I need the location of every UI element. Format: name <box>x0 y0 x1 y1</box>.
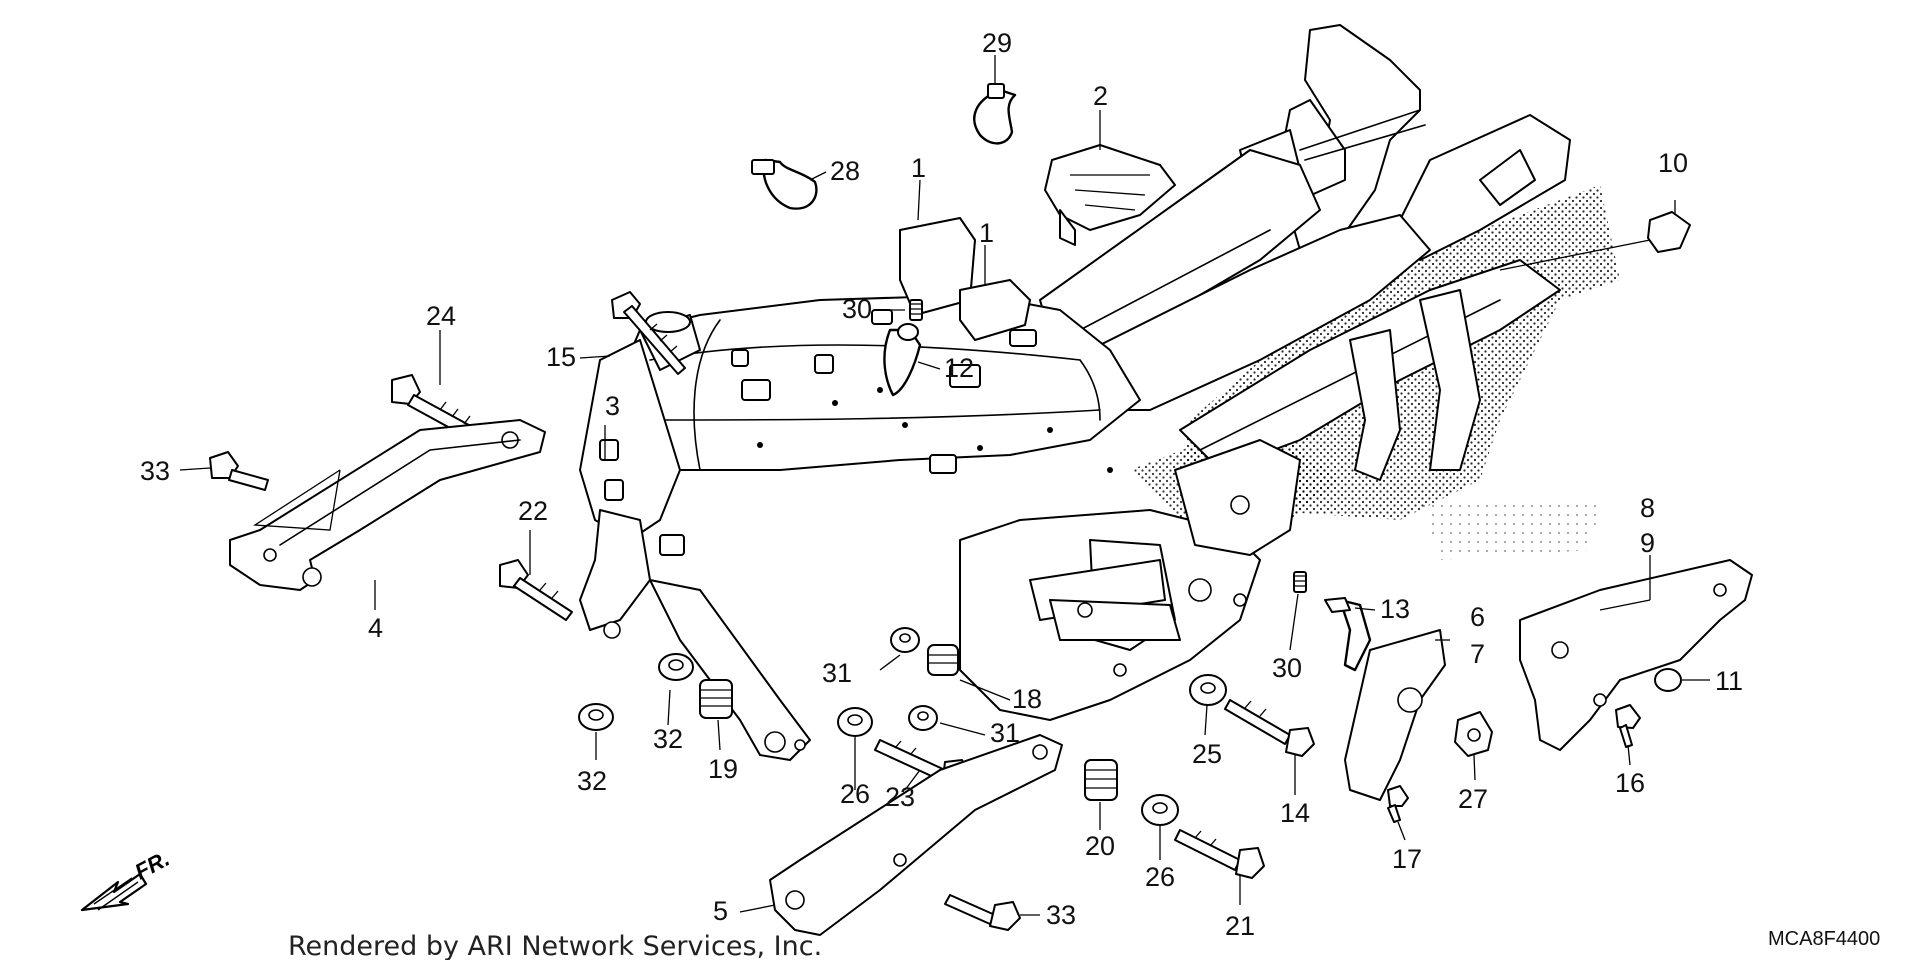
callout-3: 3 <box>605 391 620 421</box>
callout-8: 8 <box>1640 493 1655 523</box>
callout-33b: 33 <box>1046 900 1076 930</box>
callout-28: 28 <box>830 156 860 186</box>
callout-24: 24 <box>426 301 456 331</box>
callout-22: 22 <box>518 496 548 526</box>
diagram-code: MCA8F4400 <box>1768 928 1880 950</box>
callout-labels: 29 2 28 1 1 30 12 10 15 3 24 33 22 4 31 … <box>140 28 1743 941</box>
callout-11: 11 <box>1715 666 1743 696</box>
callout-31a: 31 <box>822 658 852 688</box>
callout-26b: 26 <box>1145 862 1175 892</box>
callout-27: 27 <box>1458 784 1488 814</box>
callout-31b: 31 <box>990 718 1020 748</box>
callout-2: 2 <box>1093 81 1108 111</box>
callout-12: 12 <box>944 353 974 383</box>
front-direction-indicator: FR. <box>80 846 174 912</box>
callout-29: 29 <box>982 28 1012 58</box>
leader-lines <box>179 55 1710 916</box>
callout-17: 17 <box>1392 844 1422 874</box>
callout-30a: 30 <box>842 294 872 324</box>
callout-25: 25 <box>1192 739 1222 769</box>
callout-32a: 32 <box>653 724 683 754</box>
small-parts <box>209 83 1753 936</box>
callout-19: 19 <box>708 754 738 784</box>
callout-13: 13 <box>1380 594 1410 624</box>
callout-6: 6 <box>1470 602 1485 632</box>
callout-21: 21 <box>1225 911 1255 941</box>
footer-credit: Rendered by ARI Network Services, Inc. <box>288 931 822 960</box>
callout-14: 14 <box>1280 798 1310 828</box>
callout-4: 4 <box>368 613 383 643</box>
callout-32b: 32 <box>577 766 607 796</box>
callout-10: 10 <box>1658 148 1688 178</box>
callout-5: 5 <box>713 896 728 926</box>
callout-33a: 33 <box>140 456 170 486</box>
callout-7: 7 <box>1470 639 1485 669</box>
callout-1a: 1 <box>911 153 926 183</box>
callout-15: 15 <box>546 342 576 372</box>
callout-18: 18 <box>1012 684 1042 714</box>
callout-26a: 26 <box>840 779 870 809</box>
main-frame <box>579 24 1571 761</box>
front-arrow-icon <box>80 872 148 912</box>
callout-9: 9 <box>1640 528 1655 558</box>
callout-20: 20 <box>1085 831 1115 861</box>
callout-16: 16 <box>1615 768 1645 798</box>
callout-1b: 1 <box>979 218 994 248</box>
callout-23: 23 <box>885 782 915 812</box>
callout-30b: 30 <box>1272 653 1302 683</box>
